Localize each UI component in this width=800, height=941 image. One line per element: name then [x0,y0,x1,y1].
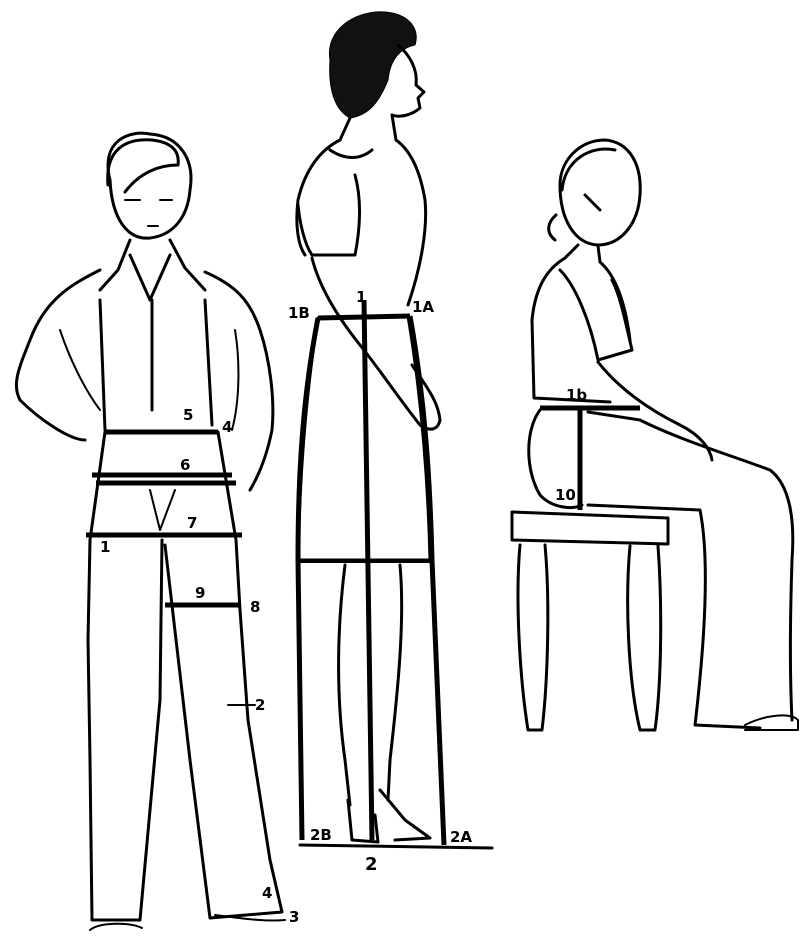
side-torso [297,140,426,305]
side-front-line [410,316,444,845]
seated-hair [549,149,615,240]
seated-chair-legs [518,545,661,730]
front-label-3: 3 [289,908,299,926]
front-label-6: 6 [180,456,190,474]
side-label-2b: 2B [310,826,332,844]
front-label-8: 8 [250,598,260,616]
front-face-details [125,200,172,226]
side-hair [329,12,416,118]
seated-label-10: 10 [555,486,576,504]
front-label-5: 5 [183,406,193,424]
seated-sleeve [560,270,632,360]
side-back-line [298,318,318,840]
front-shirt [16,270,273,490]
seated-chair-top [512,512,668,544]
seated-legs [588,412,793,728]
seated-head [560,140,640,245]
front-trousers-right-leg [165,432,282,918]
front-label-7: 7 [187,514,197,532]
front-trousers-left-leg [88,432,162,920]
front-label-2: 2 [255,696,265,714]
seated-label-1b: 1b [566,386,587,404]
side-label-1b: 1B [288,304,310,322]
seated-figure: 1b 10 [512,140,798,730]
side-figure: 1B 1 1A 2B 2A 2 [288,12,492,875]
front-figure: 5 4 6 7 1 9 8 2 4 3 [16,133,299,930]
seated-torso [532,245,630,402]
side-label-1: 1 [356,288,366,306]
side-label-1a: 1A [412,298,434,316]
front-label-4b: 4 [262,884,272,902]
side-label-2a: 2A [450,828,472,846]
seated-arm [598,362,712,460]
front-label-9: 9 [195,584,205,602]
side-waist-line [318,316,410,318]
front-crotch [150,490,175,530]
side-neck [340,115,396,140]
front-hair [108,140,179,192]
side-sleeve [298,175,360,255]
side-label-2: 2 [365,854,378,875]
front-label-4: 4 [222,418,232,436]
front-collar [100,240,205,300]
front-label-1: 1 [100,538,110,556]
side-center-line [364,300,372,840]
side-legs [339,565,430,842]
front-shoes [90,915,285,930]
